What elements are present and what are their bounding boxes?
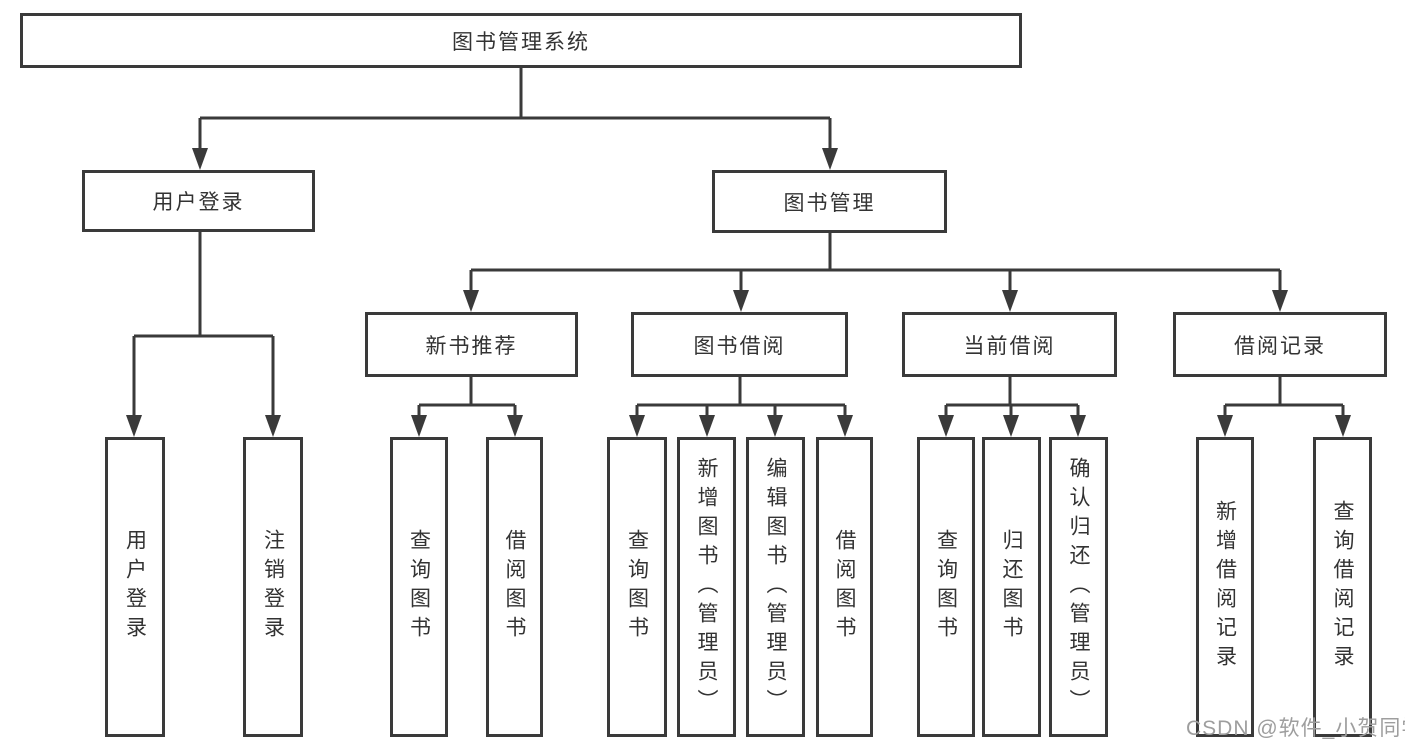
leaf-edit-book-admin: 编辑图书（管理员） xyxy=(746,437,805,737)
leaf-borrow-books-1-label: 借阅图书 xyxy=(503,529,526,645)
leaf-query-books-3: 查询图书 xyxy=(917,437,975,737)
leaf-query-books-3-label: 查询图书 xyxy=(934,529,958,645)
node-new-book-recommendation: 新书推荐 xyxy=(365,312,578,377)
leaf-edit-book-admin-label: 编辑图书（管理员） xyxy=(764,456,787,718)
leaf-add-borrow-record-label: 新增借阅记录 xyxy=(1213,500,1237,674)
leaf-logout: 注销登录 xyxy=(243,437,303,737)
leaf-add-book-admin: 新增图书（管理员） xyxy=(677,437,736,737)
leaf-query-books-1: 查询图书 xyxy=(390,437,448,737)
node-user-login-branch: 用户登录 xyxy=(82,170,315,232)
leaf-query-books-1-label: 查询图书 xyxy=(407,529,431,645)
leaf-query-borrow-record-label: 查询借阅记录 xyxy=(1331,500,1354,674)
node-library-management-system: 图书管理系统 xyxy=(20,13,1022,68)
leaf-confirm-return-admin-label: 确认归还（管理员） xyxy=(1067,456,1090,718)
leaf-borrow-books-1: 借阅图书 xyxy=(486,437,543,737)
leaf-add-borrow-record: 新增借阅记录 xyxy=(1196,437,1254,737)
leaf-logout-label: 注销登录 xyxy=(261,529,285,645)
leaf-query-books-2-label: 查询图书 xyxy=(625,529,649,645)
node-book-management: 图书管理 xyxy=(712,170,947,233)
node-book-borrowing: 图书借阅 xyxy=(631,312,848,377)
leaf-user-login: 用户登录 xyxy=(105,437,165,737)
csdn-watermark: CSDN @软件_小贺同学 xyxy=(1186,717,1405,740)
leaf-return-book-label: 归还图书 xyxy=(1000,529,1023,645)
node-borrowing-records: 借阅记录 xyxy=(1173,312,1387,377)
leaf-query-borrow-record: 查询借阅记录 xyxy=(1313,437,1372,737)
leaf-add-book-admin-label: 新增图书（管理员） xyxy=(695,456,718,718)
leaf-return-book: 归还图书 xyxy=(982,437,1041,737)
leaf-user-login-label: 用户登录 xyxy=(123,529,147,645)
leaf-borrow-books-2-label: 借阅图书 xyxy=(833,529,856,645)
leaf-borrow-books-2: 借阅图书 xyxy=(816,437,873,737)
node-current-borrowing: 当前借阅 xyxy=(902,312,1117,377)
leaf-confirm-return-admin: 确认归还（管理员） xyxy=(1049,437,1108,737)
leaf-query-books-2: 查询图书 xyxy=(607,437,667,737)
